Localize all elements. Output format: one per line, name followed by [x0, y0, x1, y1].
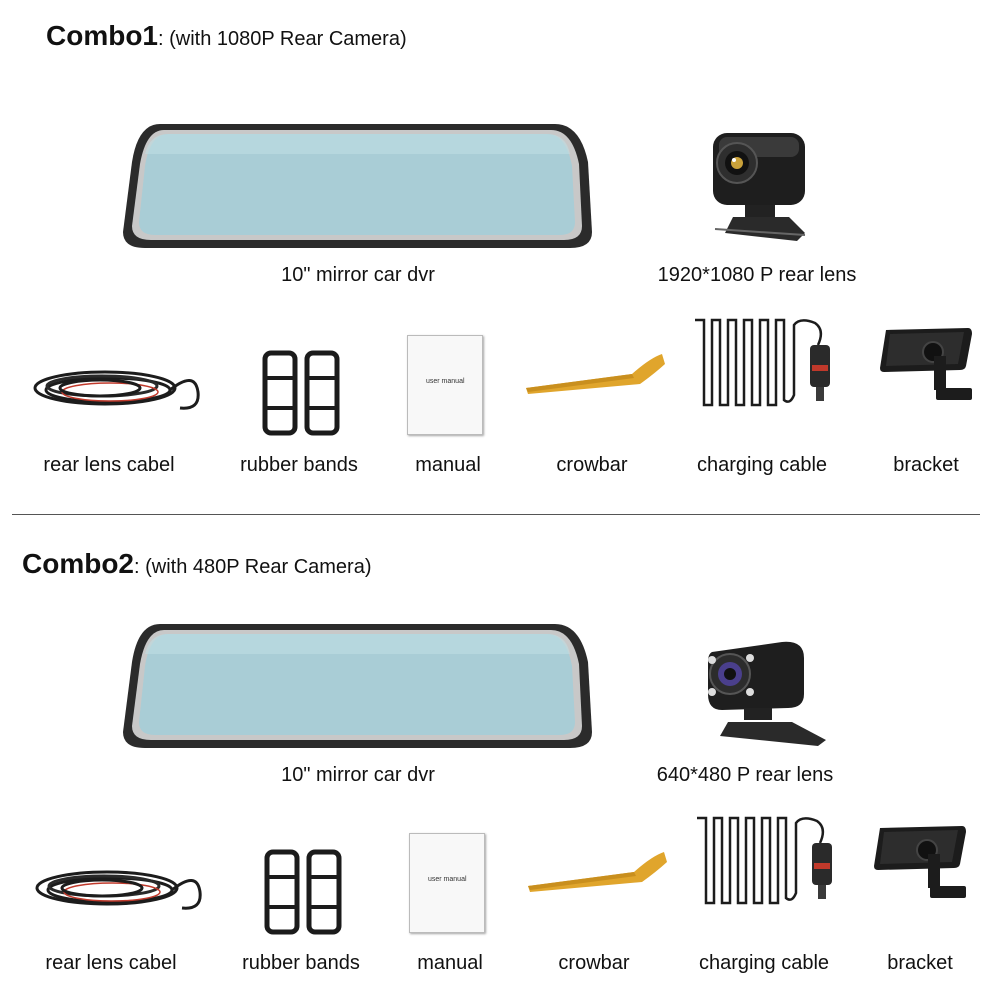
mirror-dvr-image — [123, 124, 592, 248]
manual-image: user manual — [409, 833, 485, 933]
combo2-heading: Combo2: (with 480P Rear Camera) — [22, 548, 372, 580]
combo2-accessory-rubber-bands: rubber bands — [242, 952, 360, 974]
combo2-accessory-crowbar: crowbar — [558, 952, 630, 974]
combo2-accessory-manual: manual — [417, 952, 483, 974]
combo1-heading: Combo1: (with 1080P Rear Camera) — [46, 20, 407, 52]
combo1-subtitle: : (with 1080P Rear Camera) — [158, 28, 407, 50]
combo2-mirror-label: 10" mirror car dvr — [281, 764, 435, 786]
crowbar-image — [526, 354, 665, 394]
rubber-bands-image — [264, 849, 342, 935]
manual-cover-text: user manual — [428, 876, 467, 883]
manual-cover-text: user manual — [426, 378, 465, 385]
combo2-title: Combo2 — [22, 548, 134, 579]
rear-camera-480p-image — [708, 641, 826, 746]
rear-lens-cable-image — [33, 370, 200, 410]
combo2-camera-label: 640*480 P rear lens — [656, 764, 834, 786]
combo2-accessory-rear-lens-cable: rear lens cabel — [45, 952, 177, 974]
combo1-accessory-rear-lens-cable: rear lens cabel — [43, 454, 175, 476]
combo1-mirror-label: 10" mirror car dvr — [281, 264, 435, 286]
combo1-accessory-rubber-bands: rubber bands — [240, 454, 358, 476]
charging-cable-image — [697, 816, 832, 905]
combo1-accessory-manual: manual — [415, 454, 481, 476]
mirror-dvr-image — [123, 624, 592, 748]
crowbar-image — [528, 852, 667, 892]
rear-camera-1080p-image — [713, 133, 806, 241]
combo1-accessory-charging-cable: charging cable — [696, 454, 828, 476]
section-divider — [12, 514, 980, 515]
combo1-accessory-bracket: bracket — [893, 454, 959, 476]
bracket-image — [880, 328, 972, 400]
combo2-accessory-charging-cable: charging cable — [698, 952, 830, 974]
combo1-accessory-crowbar: crowbar — [556, 454, 628, 476]
bracket-image — [874, 826, 966, 898]
rear-lens-cable-image — [35, 870, 202, 910]
manual-image: user manual — [407, 335, 483, 435]
charging-cable-image — [695, 318, 830, 407]
combo2-accessory-bracket: bracket — [887, 952, 953, 974]
combo1-camera-label: 1920*1080 P rear lens — [657, 264, 857, 286]
rubber-bands-image — [262, 350, 340, 436]
combo2-subtitle: : (with 480P Rear Camera) — [134, 556, 372, 578]
combo1-title: Combo1 — [46, 20, 158, 51]
